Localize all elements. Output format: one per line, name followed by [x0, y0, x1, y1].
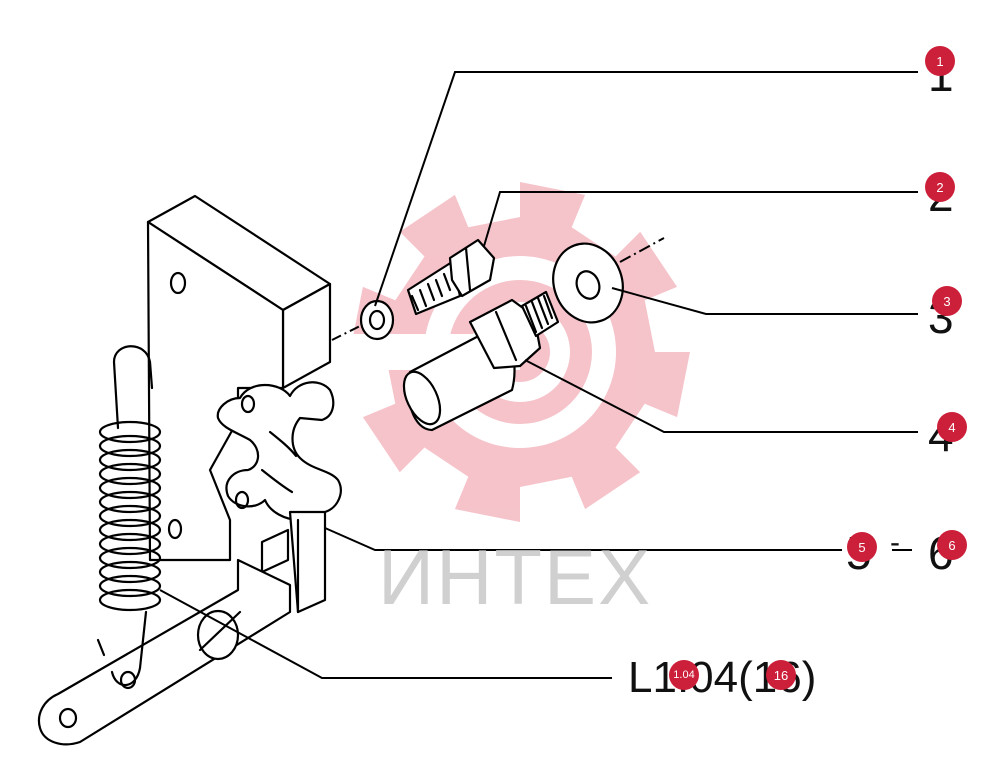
callout-badge-4[interactable]: 4 [937, 412, 967, 442]
watermark-text: ИНТЕХ [378, 533, 653, 621]
callout-badge-ref-1[interactable]: 1.04 [669, 660, 699, 690]
spring-coil [98, 532, 162, 556]
spring-coil [98, 476, 162, 500]
spring-coil [98, 504, 162, 528]
spring-coil [98, 518, 162, 542]
part-2-bolt [406, 238, 496, 316]
range-separator: - [890, 526, 900, 559]
spring-coil [98, 448, 162, 472]
spring-coil [98, 588, 162, 612]
spring-bottom-hook [110, 610, 148, 687]
callout-badge-3[interactable]: 3 [932, 286, 962, 316]
spring-coil [98, 420, 162, 444]
part-1-washer [331, 299, 395, 341]
cam-lever [216, 381, 342, 614]
spring-coil [98, 560, 162, 584]
spring-coil [98, 546, 162, 570]
bottom-arm [37, 558, 292, 746]
coil-spring [96, 345, 162, 687]
mounting-block [146, 194, 332, 562]
part-4-stud [402, 290, 560, 432]
callout-badge-1[interactable]: 1 [925, 46, 955, 76]
callout-badge-2[interactable]: 2 [925, 172, 955, 202]
callout-badge-5[interactable]: 5 [847, 532, 877, 562]
spring-tail [96, 638, 106, 657]
spring-coil [98, 490, 162, 514]
callout-badge-ref-2[interactable]: 16 [766, 660, 796, 690]
spring-coil [98, 462, 162, 486]
spring-coil [98, 434, 162, 458]
leader-lines [159, 71, 918, 679]
part-3-washer [552, 237, 665, 324]
spring-coil [98, 574, 162, 598]
spring-top-hook [112, 345, 154, 430]
callout-badge-6[interactable]: 6 [937, 530, 967, 560]
